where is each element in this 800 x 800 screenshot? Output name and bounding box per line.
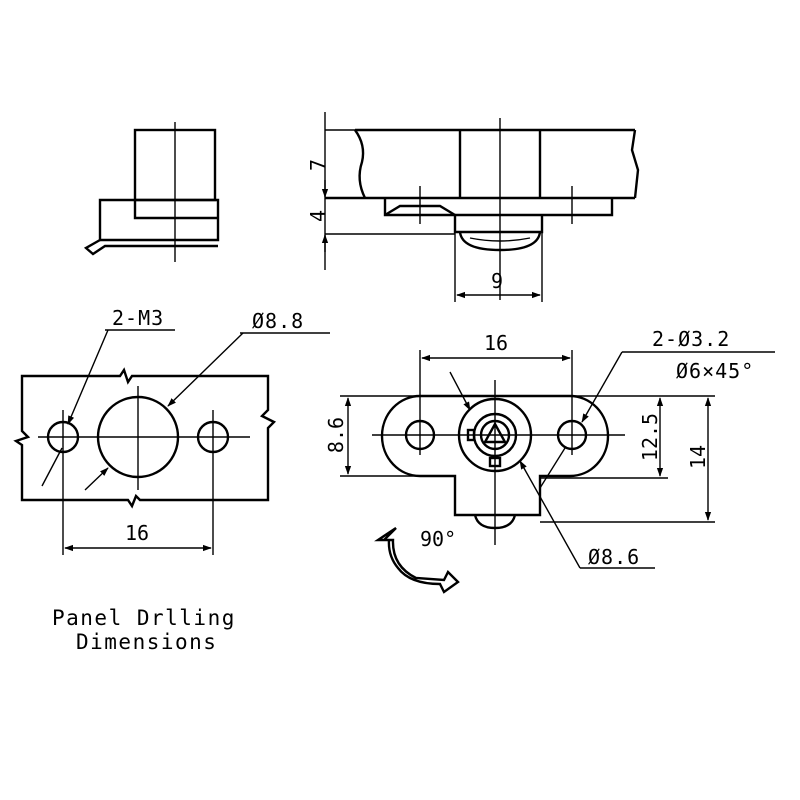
side-view-small: [83, 122, 220, 262]
panel-cutout-view: 16 2-M3 Ø8.8: [13, 306, 330, 555]
shaft-diameter-callout: Ø8.6: [588, 545, 640, 569]
dim-width-bottom: 9: [491, 269, 503, 293]
dim-height-inner: 12.5: [638, 413, 662, 461]
chamfer-callout: Ø6×45°: [676, 359, 754, 383]
rotation-arrow-icon: [374, 527, 460, 594]
dim-hole-spacing-left: 16: [125, 521, 149, 545]
front-view: 16 8.6 12.5 14 2-Ø3.2 Ø6×45° Ø8.6 90°: [324, 327, 775, 594]
dim-height-outer: 14: [686, 445, 710, 469]
dim-hole-spacing-front: 16: [484, 331, 508, 355]
side-view-lock: 7 4 9: [306, 112, 640, 302]
dim-height-top: 7: [306, 159, 330, 171]
caption-line-1: Panel Drlling: [52, 606, 236, 630]
dim-height-bottom: 4: [306, 210, 330, 222]
thread-callout: 2-M3: [112, 306, 164, 330]
mount-holes-callout: 2-Ø3.2: [652, 327, 730, 351]
caption-line-2: Dimensions: [76, 630, 217, 654]
dim-height-left: 8.6: [324, 417, 348, 453]
hole-diameter-callout: Ø8.8: [252, 309, 304, 333]
rotation-label: 90°: [420, 527, 456, 551]
